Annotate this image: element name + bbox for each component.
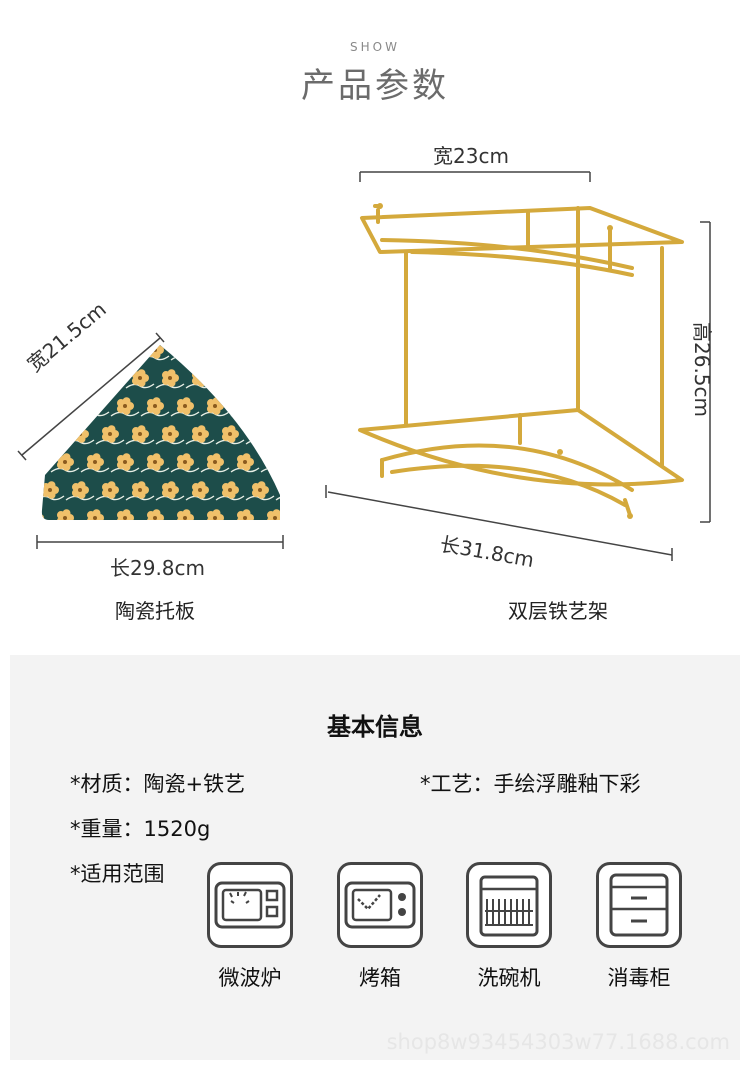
tray-caption: 陶瓷托板	[115, 599, 195, 623]
page-title: 产品参数	[301, 66, 449, 106]
usage-scope-text: *适用范围	[70, 862, 165, 886]
show-label: SHOW	[350, 40, 400, 54]
tray-length-label: 长29.8cm	[110, 556, 206, 580]
usage-label-oven: 烤箱	[359, 966, 401, 990]
usage-label-sterilizer: 消毒柜	[607, 966, 671, 990]
info-panel	[10, 655, 740, 1060]
rack-width-label: 宽23cm	[433, 144, 509, 168]
dishwasher-icon	[466, 862, 552, 948]
watermark: shop8w93454303w77.1688.com	[386, 1030, 730, 1054]
oven-icon	[337, 862, 423, 948]
craft-text: *工艺：手绘浮雕釉下彩	[420, 772, 641, 796]
ceramic-tray-figure	[17, 332, 284, 549]
rack-frame	[358, 204, 684, 517]
info-title: 基本信息	[327, 713, 423, 741]
microwave-icon	[207, 862, 293, 948]
weight-text: *重量：1520g	[70, 817, 211, 841]
rack-height-label: 高26.5cm	[690, 322, 714, 418]
usage-label-microwave: 微波炉	[218, 966, 282, 990]
tray-body	[41, 345, 281, 520]
rack-caption: 双层铁艺架	[508, 599, 608, 623]
sterilizer-cabinet-icon	[596, 862, 682, 948]
usage-label-dishwasher: 洗碗机	[477, 966, 541, 990]
material-text: *材质：陶瓷+铁艺	[70, 772, 246, 796]
iron-rack-figure	[325, 171, 711, 561]
